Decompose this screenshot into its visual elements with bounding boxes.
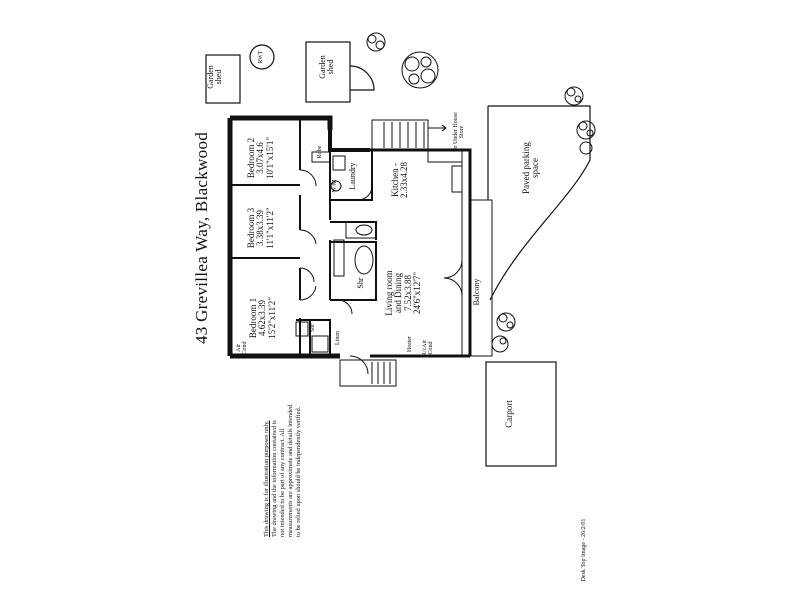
stairs-bottom — [339, 359, 397, 387]
garden-shed-left-label: Garden shed — [206, 65, 224, 89]
kitchen-label: Kitchen - 2.33x4.28 — [390, 162, 410, 198]
carport-outline — [485, 361, 557, 467]
rc-air-cond-label: R/cAir Cond — [422, 339, 435, 357]
plan-title: 43 Grevillea Way, Blackwood — [192, 131, 211, 345]
balcony-label: Balcony — [472, 278, 481, 306]
rainwater-tank-label: RWT — [258, 50, 264, 64]
bedroom-2-label: Bedroom 2 3.07x4.6 10'1"x15'1" — [246, 136, 275, 180]
living-dining-label: Living room and Dining 7.52x3.88 24'6"x1… — [384, 270, 423, 316]
laundry-label: Laundry — [348, 162, 357, 190]
carport-label: Carport — [504, 400, 514, 428]
heater-label: Heater — [407, 336, 413, 352]
paved-parking-label: Paved parking space — [521, 142, 541, 194]
balcony — [470, 199, 493, 357]
stairs-top — [371, 119, 447, 151]
fixtures — [295, 149, 463, 353]
garden-sheds — [205, 41, 375, 104]
bedroom-1-label: Bedroom 1 4.62x3.39 15'2"x11'2" — [248, 297, 277, 339]
paved-parking-outline — [487, 105, 591, 301]
under-house-store-label: To Under House Store — [453, 112, 466, 152]
shower-label: Shr — [356, 277, 365, 289]
bedroom-3-label: Bedroom 3 3.38x3.39 11'1"x11'2" — [246, 207, 275, 249]
tree-icons — [366, 32, 596, 353]
air-cond-label: Air Cond — [236, 341, 249, 355]
footer-date: Desk Top Image - 26/2/01 — [581, 518, 587, 582]
washing-machine-label: W/M — [332, 179, 338, 193]
disclaimer-note: This drawing is for illustration purpose… — [263, 404, 302, 537]
door-swings — [299, 169, 463, 375]
robe-label: Robe — [317, 145, 323, 159]
linen-label: Linen — [335, 331, 341, 345]
garden-shed-right-label: Garden shed — [318, 55, 336, 79]
shower-label-ensuite: Shr — [310, 323, 316, 333]
